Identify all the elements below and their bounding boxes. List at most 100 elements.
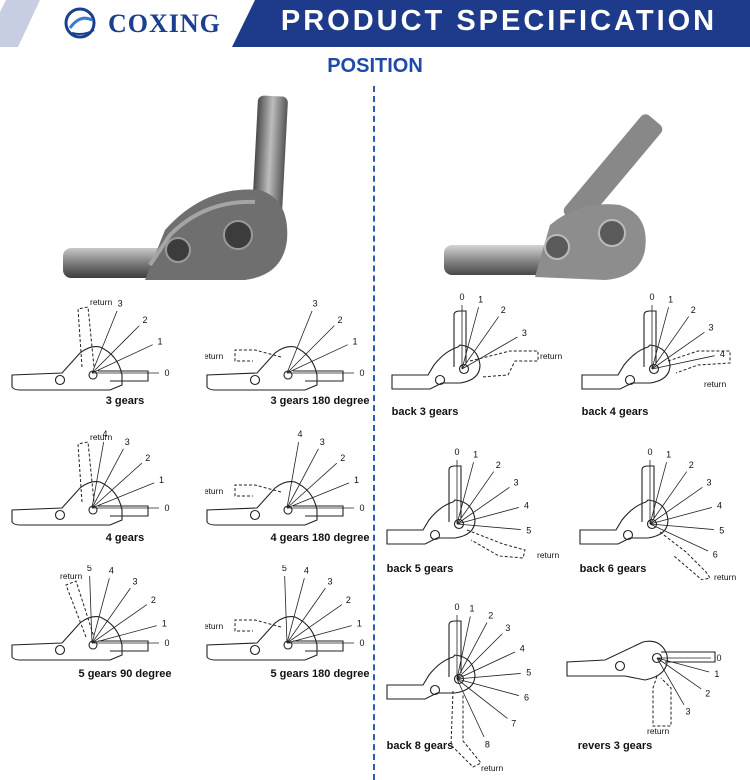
gear-position-label: 1: [159, 475, 164, 485]
gear-position-label: 2: [501, 305, 506, 315]
gear-diagram-caption: back 6 gears: [579, 563, 647, 575]
gear-position-label: 0: [649, 292, 654, 302]
gear-diagram-caption: 5 gears 90 degree: [78, 668, 172, 680]
gear-position-line: [651, 307, 669, 370]
gear-position-label: 0: [454, 602, 459, 612]
return-outline: [652, 675, 672, 727]
hinge-arm: [293, 640, 344, 652]
gear-position-line: [651, 316, 690, 370]
gear-position-line: [461, 307, 479, 370]
gear-position-label: 0: [459, 292, 464, 302]
hinge-hole: [54, 509, 66, 521]
gear-position-line: [91, 441, 105, 509]
hinge-hole: [249, 644, 261, 656]
hinge-hole: [429, 684, 441, 696]
hinge-arm: [293, 370, 344, 382]
gear-position-label: 2: [143, 315, 148, 325]
gear-position-line: [651, 331, 705, 370]
hinge-pivot: [453, 518, 465, 530]
gear-position-line: [456, 678, 508, 719]
hinge-arm: [293, 505, 344, 517]
gear-position-label: 4: [298, 430, 303, 439]
hinge-arm: [453, 310, 467, 367]
brand-name: COXING: [108, 9, 221, 38]
return-label: return: [540, 351, 562, 361]
hinge-hole: [54, 644, 66, 656]
gear-position-label: 3: [522, 328, 527, 338]
gear-position-line: [456, 462, 474, 525]
gear-position-line: [656, 657, 702, 690]
hinge-body: [579, 499, 669, 545]
gear-diagram-caption: 4 gears: [105, 532, 145, 544]
hinge-pivot: [646, 518, 658, 530]
gear-position-line: [286, 462, 338, 509]
gear-position-label: 0: [359, 503, 364, 513]
gear-diagram-caption: back 3 gears: [391, 406, 459, 418]
gear-position-line: [649, 507, 712, 525]
gear-position-label: 2: [340, 453, 345, 463]
gear-position-line: [91, 310, 118, 374]
gear-position-line: [649, 523, 709, 552]
gear-position-line: [286, 310, 313, 374]
gear-diagram-caption: 5 gears 180 degree: [270, 668, 370, 680]
gear-position-label: 7: [511, 718, 516, 728]
hinge-body: [566, 640, 668, 681]
hinge-body: [206, 346, 318, 391]
gear-position-line: [456, 678, 519, 696]
gear-position-line: [286, 344, 348, 374]
gear-position-label: 3: [513, 478, 518, 488]
gear-position-line: [91, 482, 155, 509]
hinge-hole: [249, 374, 261, 386]
column-divider: [373, 86, 375, 780]
gear-position-label: 3: [125, 437, 130, 447]
gear-position-label: 3: [685, 707, 690, 717]
gear-diagram-caption: 4 gears 180 degree: [270, 532, 370, 544]
return-label: return: [90, 297, 112, 307]
gear-position-label: 1: [162, 619, 167, 629]
gear-position-label: 3: [706, 478, 711, 488]
gear-position-label: 5: [282, 565, 287, 573]
return-outline: [659, 531, 711, 580]
gear-position-line: [286, 604, 343, 644]
gear-position-label: 0: [164, 368, 169, 378]
gear-position-line: [91, 578, 110, 644]
hinge-hole: [249, 509, 261, 521]
gear-position-line: [456, 651, 516, 680]
gear-position-label: 2: [145, 453, 150, 463]
gear-position-label: 1: [357, 619, 362, 629]
gear-position-line: [91, 344, 153, 374]
hinge-hole: [434, 374, 446, 386]
gear-position-line: [286, 625, 352, 644]
gear-position-label: 3: [133, 577, 138, 587]
gear-position-label: 3: [505, 623, 510, 633]
gear-position-line: [461, 336, 518, 370]
gear-position-line: [91, 604, 148, 644]
gear-position-label: 4: [520, 644, 525, 654]
gear-position-label: 0: [164, 638, 169, 648]
gear-position-label: 3: [118, 298, 123, 308]
gear-position-label: 3: [320, 437, 325, 447]
gear-position-label: 0: [359, 368, 364, 378]
gear-position-label: 4: [304, 566, 309, 576]
gear-position-line: [456, 678, 485, 738]
hinge-body: [386, 654, 476, 700]
gear-position-label: 4: [524, 500, 529, 510]
hinge-hole: [614, 660, 626, 672]
return-label: return: [714, 572, 736, 580]
gear-position-line: [656, 657, 710, 673]
gear-position-line: [91, 587, 131, 644]
return-outline: [234, 349, 282, 362]
hinge-arm: [98, 370, 149, 382]
gear-position-label: 0: [454, 447, 459, 457]
return-outline: [77, 441, 95, 503]
gear-position-line: [89, 576, 93, 644]
return-label: return: [647, 726, 669, 736]
return-outline: [234, 619, 282, 632]
